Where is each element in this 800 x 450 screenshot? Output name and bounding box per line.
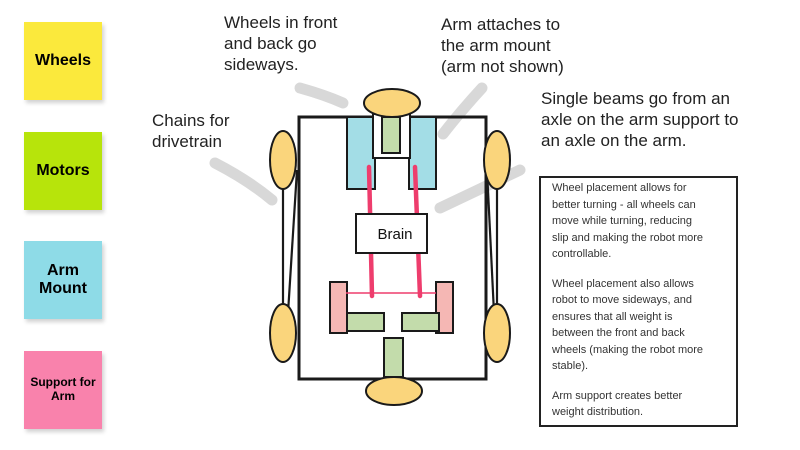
wheel-rear: [365, 376, 423, 406]
brain-label: Brain: [377, 226, 412, 243]
motor-left: [346, 312, 385, 332]
wheel-left-front: [269, 130, 297, 190]
note-wheels-sideways: Wheels in front and back go sideways.: [224, 13, 338, 74]
pointer-stroke-beams: [434, 164, 526, 214]
wheel-front: [363, 88, 421, 118]
legend-arm-mount-label: Arm Mount: [39, 261, 87, 297]
legend-sticky-wheels: Wheels: [24, 22, 102, 100]
arm-support-right: [435, 281, 454, 334]
pointer-stroke-wheels: [294, 82, 349, 109]
note-chains: Chains for drivetrain: [152, 111, 230, 151]
pointer-strokes: [209, 82, 526, 214]
note-arm-attaches: Arm attaches to the arm mount (arm not s…: [441, 15, 564, 76]
explanation-paragraph-3: Arm support creates better weight distri…: [552, 389, 683, 419]
front-motor: [381, 116, 401, 154]
legend-sticky-motors: Motors: [24, 132, 102, 210]
explanation-textbox: Wheel placement allows for better turnin…: [539, 176, 738, 427]
brain-box: [355, 213, 428, 254]
arm-support-left: [329, 281, 348, 334]
motor-right: [401, 312, 440, 332]
wheel-left-rear: [269, 303, 297, 363]
arm-mount-right: [408, 116, 437, 190]
legend-sticky-arm-mount: Arm Mount: [24, 241, 102, 319]
legend-wheels-label: Wheels: [34, 51, 91, 69]
explanation-paragraph-1: Wheel placement allows for better turnin…: [552, 182, 704, 260]
legend-motors-label: Motors: [36, 161, 90, 179]
pointer-stroke-arm-attach: [437, 82, 488, 140]
pointer-stroke-chains: [209, 157, 278, 206]
rear-motor: [383, 337, 404, 378]
legend-support-label: Support for Arm: [30, 375, 96, 403]
note-single-beams: Single beams go from an axle on the arm …: [541, 89, 739, 150]
legend-sticky-support: Support for Arm: [24, 351, 102, 429]
wheel-right-front: [483, 130, 511, 190]
explanation-paragraph-2: Wheel placement also allows robot to mov…: [552, 277, 704, 373]
wheel-right-rear: [483, 303, 511, 363]
